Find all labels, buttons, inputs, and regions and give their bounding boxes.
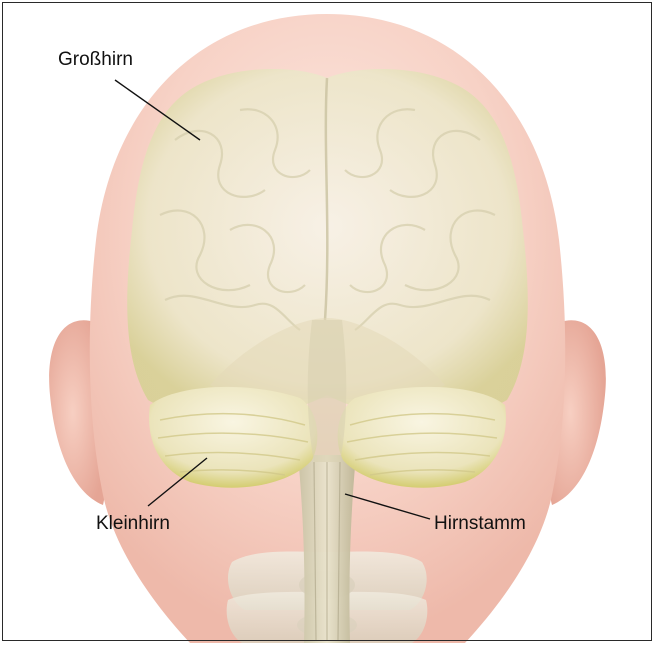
cerebellum-label: Kleinhirn [96,514,170,533]
cerebellar-vermis [308,320,347,462]
cerebellum [149,387,317,488]
brainstem-label: Hirnstamm [434,514,526,533]
cerebrum-label: Großhirn [58,50,133,69]
cerebellum-right [338,387,506,488]
